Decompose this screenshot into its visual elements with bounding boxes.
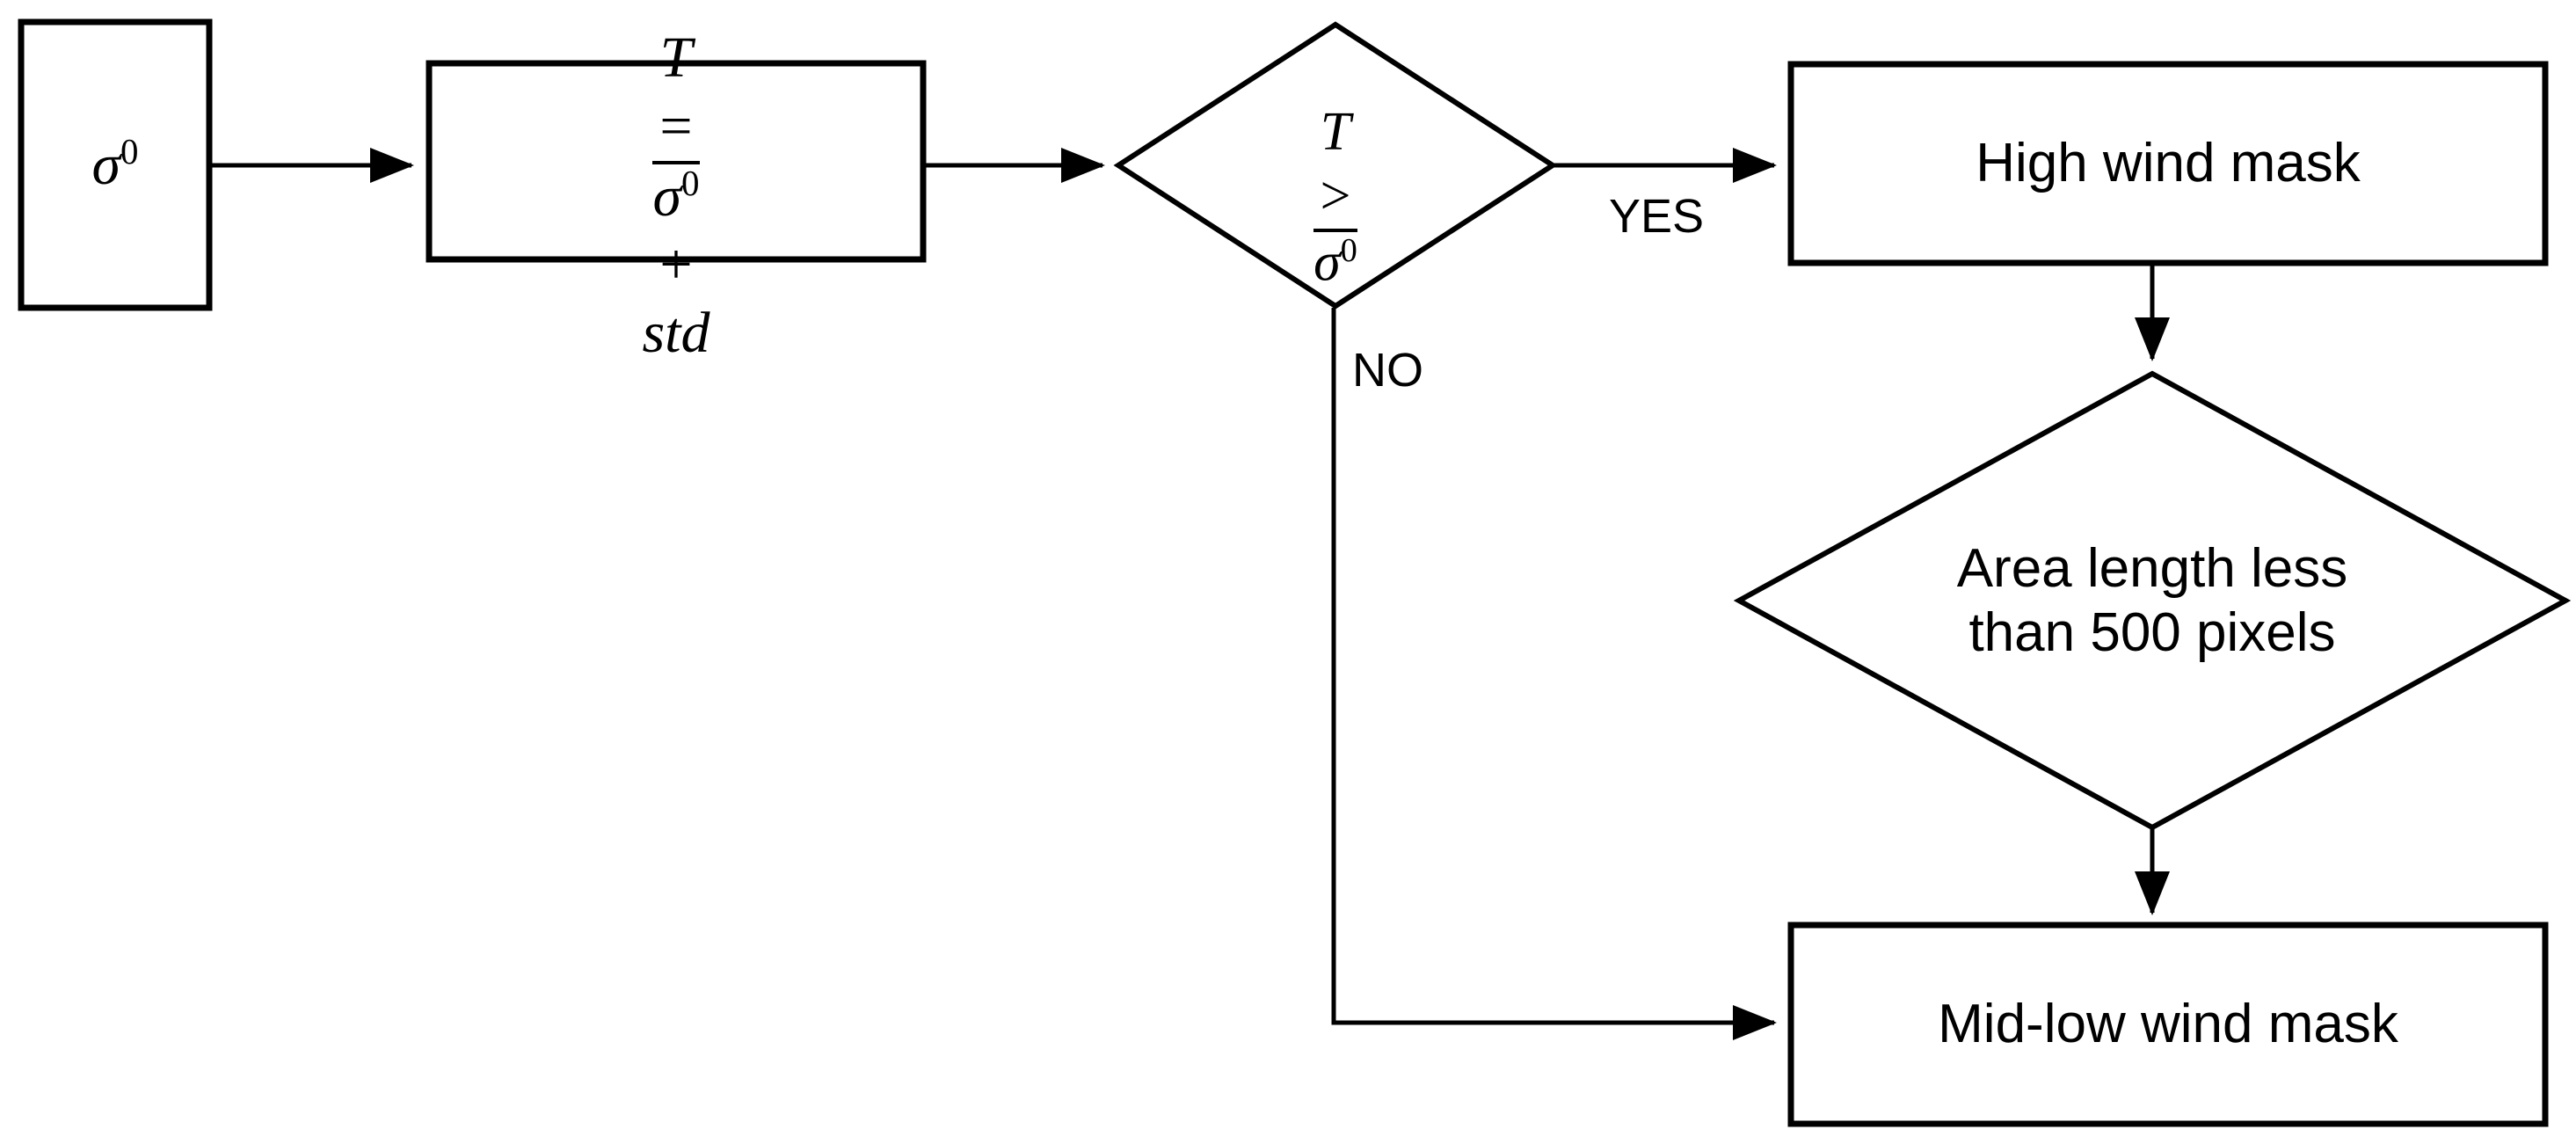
- edges: [211, 148, 2170, 1040]
- edge-label-yes: YES: [1609, 190, 1705, 243]
- edge-label-no: NO: [1352, 344, 1423, 397]
- node-shapes: [18, 18, 2572, 1127]
- node-decision-threshold-shape[interactable]: [1113, 21, 1558, 310]
- node-threshold-shape[interactable]: [426, 60, 927, 263]
- edge-decision-threshold-no-to-mid-low-wind-mask: [1331, 308, 1778, 1040]
- node-sigma0-shape[interactable]: [18, 18, 213, 311]
- node-high-wind-mask-shape[interactable]: [1787, 61, 2549, 266]
- node-mid-low-wind-mask-shape[interactable]: [1787, 922, 2549, 1127]
- node-decision-area-length-shape[interactable]: [1733, 370, 2572, 831]
